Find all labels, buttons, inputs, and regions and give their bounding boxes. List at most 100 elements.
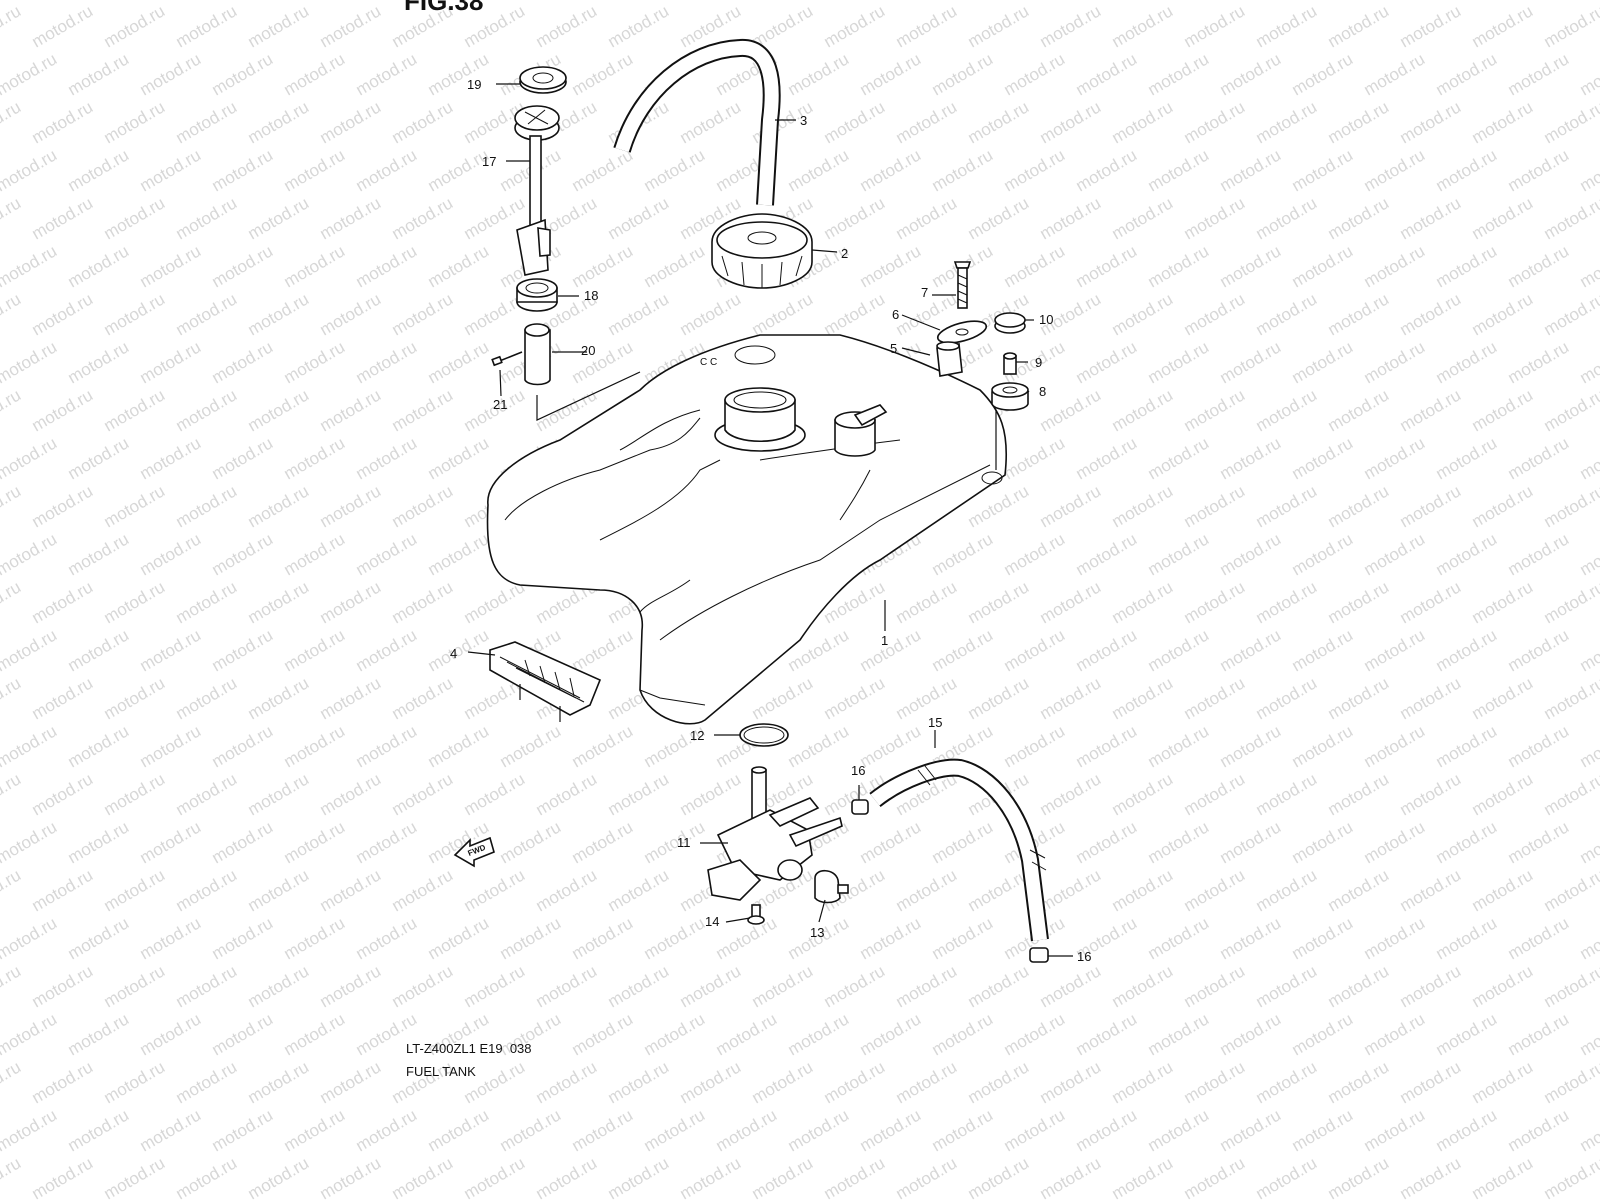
watermark-text: motod.ru bbox=[569, 0, 637, 3]
watermark-text: motod.ru bbox=[1145, 0, 1213, 3]
watermark-text: motod.ru bbox=[749, 1153, 817, 1200]
watermark-text: motod.ru bbox=[0, 913, 60, 963]
watermark-text: motod.ru bbox=[0, 1057, 24, 1107]
watermark-text: motod.ru bbox=[0, 865, 24, 915]
watermark-text: motod.ru bbox=[0, 1105, 60, 1155]
watermark-text: motod.ru bbox=[1361, 913, 1429, 963]
watermark-text: motod.ru bbox=[821, 1153, 889, 1200]
watermark-text: motod.ru bbox=[1073, 145, 1141, 195]
watermark-text: motod.ru bbox=[1253, 289, 1321, 339]
watermark-text: motod.ru bbox=[641, 1105, 709, 1155]
watermark-text: motod.ru bbox=[965, 1057, 1033, 1107]
watermark-text: motod.ru bbox=[317, 769, 385, 819]
watermark-text: motod.ru bbox=[173, 1, 241, 51]
watermark-text: motod.ru bbox=[353, 721, 421, 771]
watermark-text: motod.ru bbox=[137, 1009, 205, 1059]
watermark-text: motod.ru bbox=[965, 577, 1033, 627]
watermark-text: motod.ru bbox=[65, 625, 133, 675]
watermark-text: motod.ru bbox=[749, 1057, 817, 1107]
watermark-text: motod.ru bbox=[677, 769, 745, 819]
watermark-text: motod.ru bbox=[1217, 1009, 1285, 1059]
watermark-text: motod.ru bbox=[1397, 769, 1465, 819]
watermark-text: motod.ru bbox=[1541, 97, 1600, 147]
fuel-cap-part-2 bbox=[711, 213, 813, 289]
watermark-text: motod.ru bbox=[209, 145, 277, 195]
watermark-text: motod.ru bbox=[65, 49, 133, 99]
watermark-text: motod.ru bbox=[1217, 241, 1285, 291]
callout-13: 13 bbox=[810, 925, 824, 940]
watermark-text: motod.ru bbox=[1145, 1105, 1213, 1155]
watermark-text: motod.ru bbox=[1325, 481, 1393, 531]
watermark-text: motod.ru bbox=[461, 865, 529, 915]
watermark-text: motod.ru bbox=[965, 961, 1033, 1011]
watermark-text: motod.ru bbox=[785, 721, 853, 771]
watermark-text: motod.ru bbox=[1289, 0, 1357, 3]
watermark-text: motod.ru bbox=[1253, 865, 1321, 915]
watermark-text: motod.ru bbox=[0, 625, 60, 675]
watermark-text: motod.ru bbox=[1001, 0, 1069, 3]
watermark-text: motod.ru bbox=[0, 769, 24, 819]
watermark-text: motod.ru bbox=[137, 913, 205, 963]
watermark-text: motod.ru bbox=[65, 913, 133, 963]
hose-clamp-part-16a bbox=[851, 799, 869, 815]
watermark-text: motod.ru bbox=[1361, 0, 1429, 3]
watermark-text: motod.ru bbox=[1541, 961, 1600, 1011]
watermark-text: motod.ru bbox=[893, 1153, 961, 1200]
hose-clamp-part-16b bbox=[1029, 947, 1049, 963]
fuel-gauge-assembly bbox=[491, 66, 641, 421]
watermark-text: motod.ru bbox=[1469, 1057, 1537, 1107]
watermark-text: motod.ru bbox=[317, 385, 385, 435]
watermark-text: motod.ru bbox=[245, 769, 313, 819]
watermark-text: motod.ru bbox=[245, 481, 313, 531]
watermark-text: motod.ru bbox=[1325, 1153, 1393, 1200]
watermark-text: motod.ru bbox=[1109, 961, 1177, 1011]
watermark-text: motod.ru bbox=[173, 1057, 241, 1107]
watermark-text: motod.ru bbox=[893, 577, 961, 627]
watermark-text: motod.ru bbox=[425, 913, 493, 963]
watermark-text: motod.ru bbox=[29, 769, 97, 819]
watermark-text: motod.ru bbox=[497, 817, 565, 867]
watermark-text: motod.ru bbox=[137, 49, 205, 99]
watermark-text: motod.ru bbox=[965, 1, 1033, 51]
watermark-text: motod.ru bbox=[1217, 721, 1285, 771]
watermark-text: motod.ru bbox=[1433, 817, 1501, 867]
watermark-text: motod.ru bbox=[1361, 145, 1429, 195]
watermark-text: motod.ru bbox=[101, 1057, 169, 1107]
watermark-text: motod.ru bbox=[569, 625, 637, 675]
watermark-text: motod.ru bbox=[317, 97, 385, 147]
watermark-text: motod.ru bbox=[641, 1009, 709, 1059]
watermark-text: motod.ru bbox=[281, 1009, 349, 1059]
watermark-text: motod.ru bbox=[29, 577, 97, 627]
watermark-text: motod.ru bbox=[677, 289, 745, 339]
watermark-text: motod.ru bbox=[281, 721, 349, 771]
watermark-text: motod.ru bbox=[65, 529, 133, 579]
watermark-text: motod.ru bbox=[101, 673, 169, 723]
watermark-text: motod.ru bbox=[1145, 337, 1213, 387]
watermark-text: motod.ru bbox=[353, 241, 421, 291]
watermark-text: motod.ru bbox=[1541, 289, 1600, 339]
watermark-text: motod.ru bbox=[353, 433, 421, 483]
watermark-text: motod.ru bbox=[1073, 241, 1141, 291]
watermark-text: motod.ru bbox=[929, 49, 997, 99]
watermark-text: motod.ru bbox=[1037, 577, 1105, 627]
watermark-text: motod.ru bbox=[569, 1009, 637, 1059]
watermark-text: motod.ru bbox=[1469, 577, 1537, 627]
watermark-text: motod.ru bbox=[389, 289, 457, 339]
watermark-text: motod.ru bbox=[1109, 193, 1177, 243]
watermark-text: motod.ru bbox=[29, 481, 97, 531]
watermark-text: motod.ru bbox=[785, 0, 853, 3]
watermark-text: motod.ru bbox=[425, 1105, 493, 1155]
watermark-text: motod.ru bbox=[605, 865, 673, 915]
watermark-text: motod.ru bbox=[857, 49, 925, 99]
watermark-text: motod.ru bbox=[1037, 769, 1105, 819]
watermark-text: motod.ru bbox=[1253, 769, 1321, 819]
watermark-text: motod.ru bbox=[605, 1, 673, 51]
watermark-text: motod.ru bbox=[1577, 1105, 1600, 1155]
watermark-text: motod.ru bbox=[1109, 1057, 1177, 1107]
watermark-text: motod.ru bbox=[1469, 1, 1537, 51]
watermark-text: motod.ru bbox=[1289, 49, 1357, 99]
watermark-text: motod.ru bbox=[29, 289, 97, 339]
watermark-text: motod.ru bbox=[1145, 625, 1213, 675]
watermark-text: motod.ru bbox=[1253, 577, 1321, 627]
watermark-text: motod.ru bbox=[0, 673, 24, 723]
